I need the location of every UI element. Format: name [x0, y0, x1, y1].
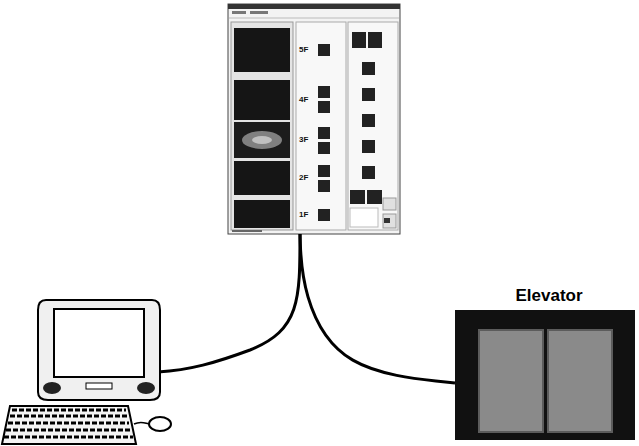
camera-image: [242, 131, 282, 149]
floor-label: 3F: [299, 135, 308, 145]
monitor: [38, 300, 160, 400]
floor-label: 1F: [299, 210, 308, 220]
status-lamp: [352, 32, 366, 48]
call-button: [318, 44, 330, 56]
floor-label: 2F: [299, 173, 308, 183]
elevator-box: Elevator: [455, 286, 639, 440]
call-button: [318, 86, 330, 98]
camera-view: [234, 122, 290, 158]
elevator-title: Elevator: [455, 286, 639, 306]
menu-item: [250, 11, 268, 14]
camera-view: [234, 161, 290, 195]
control-window: 5F 4F 3F 2F 1F: [228, 4, 400, 234]
status-lamp: [362, 62, 375, 75]
cable: [300, 234, 455, 383]
cable: [158, 234, 300, 372]
title-bar: [228, 4, 400, 9]
status-lamp: [350, 190, 365, 204]
mouse: [149, 417, 171, 431]
elevator-housing: [455, 310, 635, 440]
floor-label: 5F: [299, 45, 308, 55]
computer: [2, 300, 171, 444]
call-button: [318, 127, 330, 139]
floor-label: 4F: [299, 95, 308, 105]
call-button: [318, 165, 330, 177]
mouse-cord: [134, 422, 150, 424]
camera-view: [234, 200, 290, 228]
camera-view: [234, 28, 290, 72]
screen: [54, 309, 144, 377]
drive-slot: [86, 383, 112, 389]
call-button: [318, 209, 330, 221]
elevator: [455, 310, 635, 440]
call-button: [318, 101, 330, 113]
menu-item: [232, 11, 246, 14]
window-button: [383, 214, 396, 228]
control-window: [228, 4, 400, 234]
keyboard: [2, 406, 136, 444]
status-lamp: [362, 166, 375, 179]
status-lamp: [362, 88, 375, 101]
keyboard-keys: [4, 410, 133, 437]
menu-line: [229, 18, 399, 19]
status-line: [232, 230, 262, 232]
window-frame: [228, 4, 400, 234]
status-box: [350, 208, 378, 227]
call-panel: [296, 22, 346, 230]
call-button: [318, 142, 330, 154]
camera-view: [234, 80, 290, 120]
status-lamp: [362, 114, 375, 127]
call-button: [318, 180, 330, 192]
speaker: [137, 382, 155, 394]
window-button: [383, 198, 396, 210]
elevator-door: [479, 330, 543, 432]
camera-panel: [231, 22, 293, 230]
status-panel: [348, 22, 398, 230]
button-icon: [384, 218, 390, 223]
speaker: [43, 382, 61, 394]
camera-image: [252, 136, 272, 144]
status-lamp: [367, 190, 382, 204]
status-lamp: [362, 140, 375, 153]
status-lamp: [368, 32, 382, 48]
elevator-door: [548, 330, 612, 432]
